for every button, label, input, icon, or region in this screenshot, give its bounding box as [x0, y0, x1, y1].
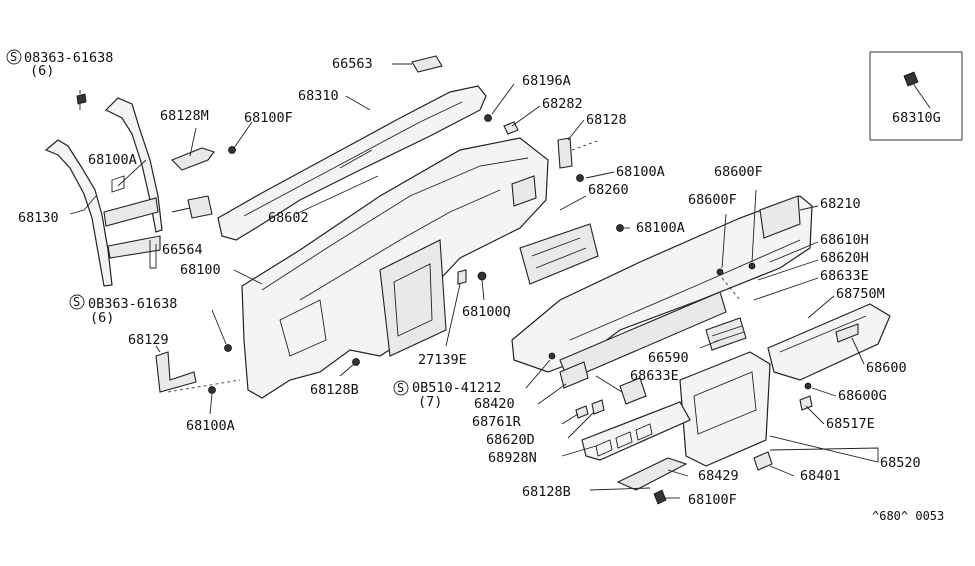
label-s2: 0B363-61638: [88, 296, 177, 312]
label-68600f-1: 68600F: [688, 192, 737, 208]
s-mark-2: [69, 294, 85, 310]
label-68633e-mid: 68633E: [630, 368, 679, 384]
label-66564: 66564: [162, 242, 203, 258]
label-68282: 68282: [542, 96, 583, 112]
label-68100f-bottom: 68100F: [688, 492, 737, 508]
bolt-0b363-lower: [224, 344, 232, 352]
leader-lines: [69, 63, 931, 499]
clip-68100a-right: [616, 224, 624, 232]
s-mark-2-letter: S: [73, 295, 80, 309]
lower-panel-68210: [511, 195, 813, 373]
label-68100a-right: 68100A: [636, 220, 685, 236]
s-mark-1-letter: S: [10, 50, 17, 64]
label-68260: 68260: [588, 182, 629, 198]
label-68602: 68602: [268, 210, 309, 226]
label-s2q: (6): [90, 310, 114, 326]
main-dash-frame-68100: [241, 137, 549, 399]
label-68196a: 68196A: [522, 73, 571, 89]
label-66590: 66590: [648, 350, 689, 366]
meter-hood-68420: [559, 361, 589, 389]
label-68633e-right: 68633E: [820, 268, 869, 284]
dash-top-pad-68310: [217, 85, 487, 241]
label-68100a-left: 68100A: [88, 152, 137, 168]
label-68600f-2: 68600F: [714, 164, 763, 180]
label-68928n: 68928N: [488, 450, 537, 466]
label-68100q: 68100Q: [462, 304, 511, 320]
label-68517e: 68517E: [826, 416, 875, 432]
clip-68517e: [799, 395, 813, 411]
vent-66563: [411, 55, 443, 73]
s-mark-3-letter: S: [397, 381, 404, 395]
s-mark-3: [393, 380, 409, 396]
label-68100a-bottom: 68100A: [186, 418, 235, 434]
cluster-panel-68260: [519, 223, 599, 285]
label-68610h: 68610H: [820, 232, 869, 248]
label-68210: 68210: [820, 196, 861, 212]
label-68130: 68130: [18, 210, 59, 226]
vent-66590: [705, 317, 747, 351]
label-68620d: 68620D: [486, 432, 535, 448]
side-brace-68130: [44, 97, 163, 287]
label-68600g: 68600G: [838, 388, 887, 404]
label-s1q: (6): [30, 63, 54, 79]
glove-box-68600: [767, 303, 891, 381]
label-68128b-left: 68128B: [310, 382, 359, 398]
label-68750m: 68750M: [836, 286, 885, 302]
label-68420: 68420: [474, 396, 515, 412]
bracket-68128: [557, 137, 573, 169]
label-68310: 68310: [298, 88, 339, 104]
clip-68100f-bottom: [653, 489, 667, 505]
label-68128b-right: 68128B: [522, 484, 571, 500]
label-68128: 68128: [586, 112, 627, 128]
clip-68100q: [477, 271, 487, 281]
bolt-top-left: [76, 93, 87, 105]
clip-68100a-bottom: [208, 386, 216, 394]
bracket-68128m: [171, 147, 215, 171]
label-68100a-mid: 68100A: [616, 164, 665, 180]
clip-68196a: [484, 114, 492, 122]
label-s3q: (7): [418, 394, 442, 410]
vent-68633e: [619, 377, 647, 405]
label-68401: 68401: [800, 468, 841, 484]
label-s3: 0B510-41212: [412, 380, 501, 396]
clip-68600f-a: [716, 268, 724, 276]
label-68600: 68600: [866, 360, 907, 376]
clip-68600f-b: [748, 262, 756, 270]
footer-code: ^680^ 0053: [872, 509, 944, 523]
clip-68600g: [804, 382, 812, 390]
label-s1: 08363-61638: [24, 50, 113, 66]
center-bezel-68520: [679, 351, 771, 467]
label-68128m: 68128M: [160, 108, 209, 124]
clip-08510: [548, 352, 556, 360]
label-68310g: 68310G: [892, 110, 941, 126]
label-68520: 68520: [880, 455, 921, 471]
label-68429: 68429: [698, 468, 739, 484]
trim-68429: [616, 457, 688, 491]
s-mark-1: [6, 49, 22, 65]
piece-66564: [187, 195, 213, 219]
label-68761r: 68761R: [472, 414, 522, 430]
cover-68401: [753, 451, 773, 471]
label-66563: 66563: [332, 56, 373, 72]
trim-68620d: [591, 399, 605, 415]
label-68620h: 68620H: [820, 250, 869, 266]
clip-68282: [503, 121, 519, 135]
clip-68100a-mid: [576, 174, 584, 182]
clip-27139e: [457, 269, 467, 285]
label-27139e: 27139E: [418, 352, 467, 368]
clip-68128b-left: [352, 358, 360, 366]
bracket-68129: [155, 351, 197, 393]
clip-68310g: [903, 71, 919, 87]
clip-68100f-top: [228, 146, 236, 154]
label-68129: 68129: [128, 332, 169, 348]
label-68100f-top: 68100F: [244, 110, 293, 126]
label-68100: 68100: [180, 262, 221, 278]
inset-box-68310g: [869, 51, 963, 141]
trim-68761r: [575, 405, 589, 419]
